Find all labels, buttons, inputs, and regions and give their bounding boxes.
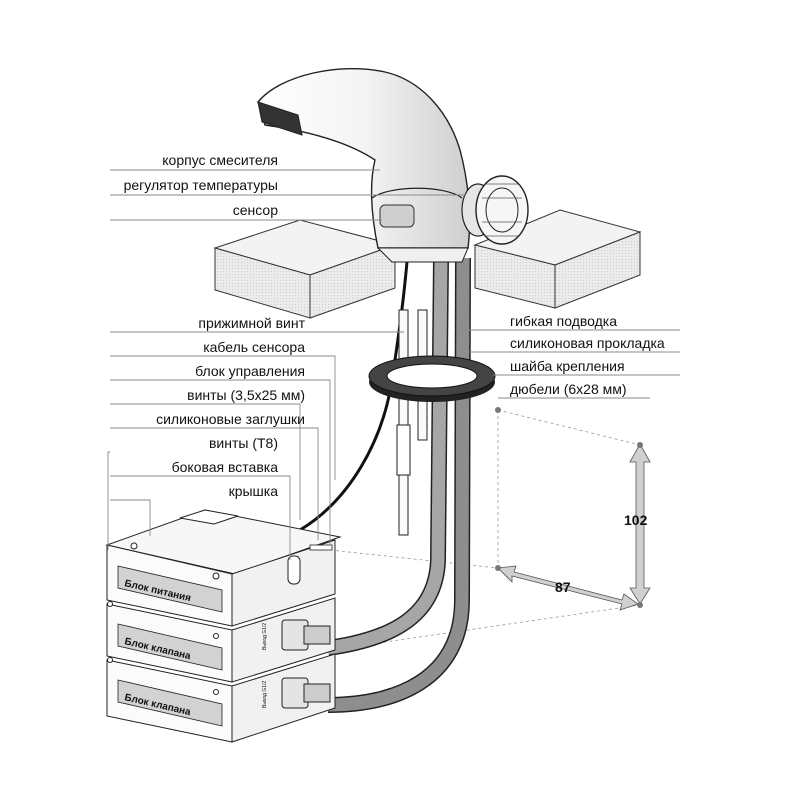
label-cover: крышка — [229, 483, 279, 499]
label-silicone-plugs: силиконовые заглушки — [156, 411, 305, 427]
flexible-hoses — [326, 257, 471, 713]
height-dimension-value: 102 — [624, 512, 648, 528]
label-sensor-cable: кабель сенсора — [203, 339, 305, 355]
width-dimension-value: 87 — [555, 579, 571, 595]
countertop-right — [473, 209, 642, 309]
leader-lines-left — [107, 169, 465, 560]
label-dowels: дюбели (6x28 мм) — [510, 381, 627, 397]
box-stack — [105, 509, 342, 743]
label-control-unit: блок управления — [195, 363, 305, 379]
outlet-1-label: Выход G1/2 — [262, 623, 268, 650]
dowel-point — [637, 442, 643, 448]
dowel-point — [495, 565, 501, 571]
label-sensor: сенсор — [233, 202, 278, 218]
label-clamp-screw: прижимной винт — [198, 315, 305, 331]
label-screws-t8: винты (Т8) — [209, 435, 278, 451]
label-mount-washer: шайба крепления — [510, 358, 625, 374]
label-side-insert: боковая вставка — [172, 459, 279, 475]
label-temp-regulator: регулятор температуры — [124, 177, 278, 193]
leader-lines-right — [465, 329, 680, 399]
countertop-left — [213, 219, 397, 319]
dowel-point — [495, 407, 501, 413]
threaded-rods — [396, 309, 428, 536]
label-screws-35x25: винты (3,5x25 мм) — [187, 387, 305, 403]
outlet-2-label: Выход G1/2 — [262, 681, 268, 708]
label-mixer-body: корпус смесителя — [162, 152, 278, 168]
dowel-point — [637, 602, 643, 608]
mount-washer — [368, 355, 496, 402]
sensor-window — [379, 204, 415, 228]
label-flex-hose: гибкая подводка — [510, 313, 617, 329]
temperature-knob — [461, 175, 529, 245]
label-silicone-gasket: силиконовая прокладка — [510, 335, 665, 351]
mounting-guide — [329, 409, 641, 651]
